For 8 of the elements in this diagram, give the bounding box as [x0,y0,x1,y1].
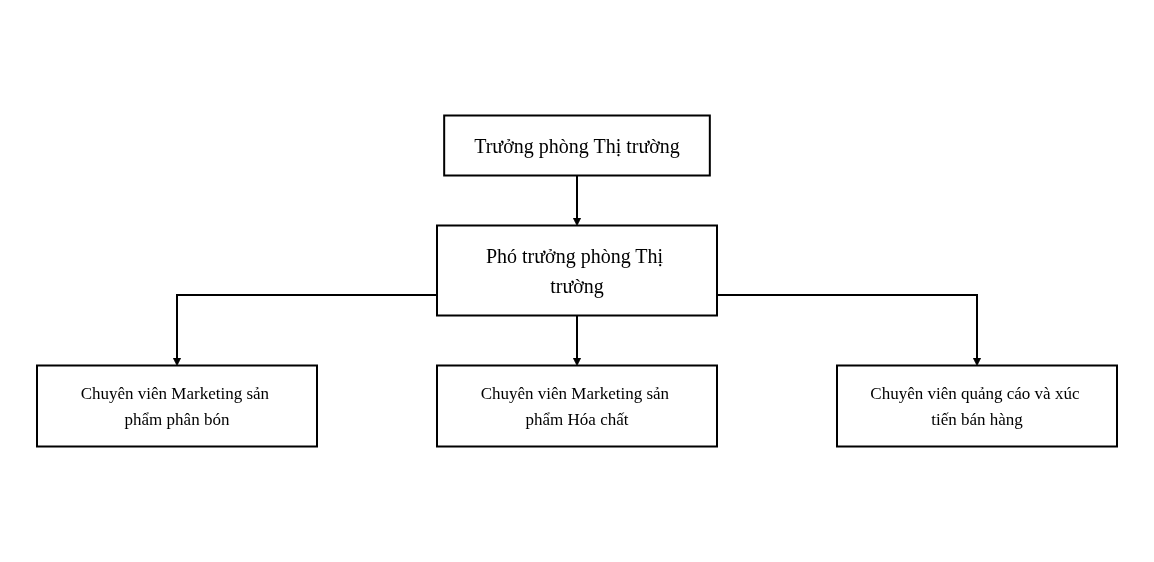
node-box: Chuyên viên Marketing sản phẩm phân bón [36,364,318,448]
node-box: Chuyên viên quảng cáo và xúc tiến bán hàng [836,364,1118,448]
node-box: Trưởng phòng Thị trường [443,114,711,177]
arrow [172,294,438,366]
node-box: Phó trưởng phòng Thị trường [436,224,718,317]
node-box: Chuyên viên Marketing sản phẩm Hóa chất [436,364,718,448]
arrow [572,174,582,226]
arrow [572,314,582,366]
